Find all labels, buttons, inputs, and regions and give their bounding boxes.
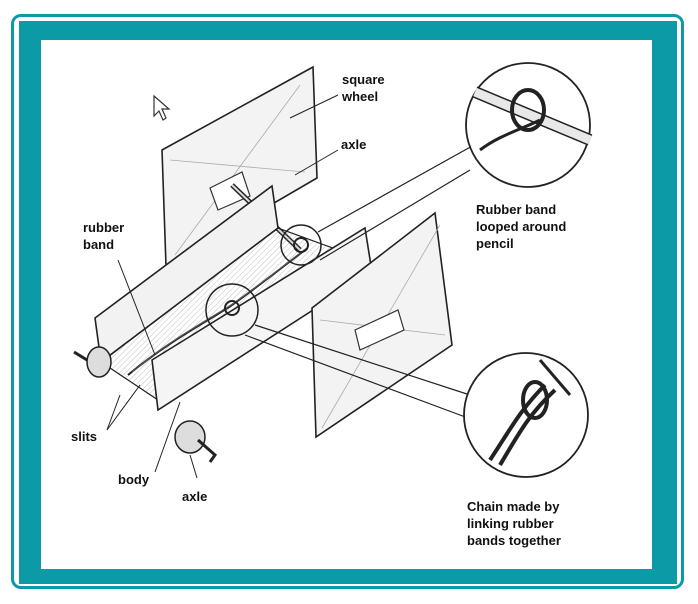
zoom-circle-top [465,62,593,188]
label-rubber-band-1: rubber [83,220,124,235]
callout-top-line-1: Rubber band [476,202,556,217]
callout-bottom-line-3: bands together [467,533,561,548]
label-axle-top: axle [341,137,366,152]
label-rubber-band-2: band [83,237,114,252]
knot-highlight-middle [205,283,259,337]
callout-bottom-line-2: linking rubber [467,516,554,531]
back-square-wheel [161,65,318,268]
callout-top-line-3: pencil [476,236,514,251]
zoom-circle-bottom [463,352,589,478]
label-square-wheel-1: square [342,72,385,87]
label-body: body [118,472,150,487]
label-slits: slits [71,429,97,444]
front-square-wheel [311,211,453,439]
callout-line-top [317,144,475,233]
callout-top-line-2: looped around [476,219,566,234]
label-axle-bottom: axle [182,489,207,504]
callout-line-bottom [254,324,471,396]
callout-bottom-line-1: Chain made by [467,499,560,514]
label-square-wheel-2: wheel [341,89,378,104]
knot-highlight-top [280,224,322,266]
bottom-axle-hub [174,420,218,463]
left-wheel-hub [73,346,112,378]
mouse-pointer-icon [153,94,171,121]
